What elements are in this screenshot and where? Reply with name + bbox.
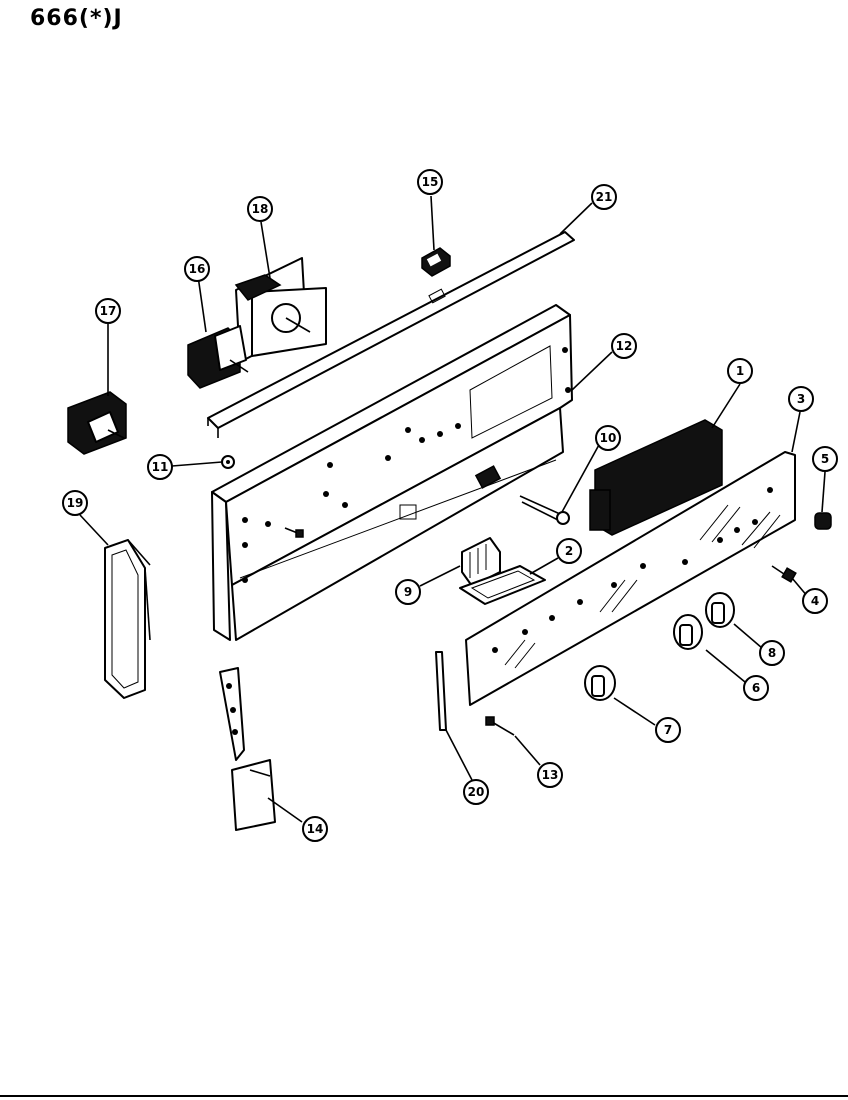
callout-18: 18 [247, 196, 273, 222]
callout-16-label: 16 [189, 262, 206, 276]
callout-7-label: 7 [664, 723, 672, 737]
callout-21-label: 21 [596, 190, 613, 204]
callout-11-label: 11 [152, 460, 169, 474]
part-6-knob [673, 614, 703, 650]
callout-15-label: 15 [422, 175, 439, 189]
callout-20: 20 [463, 779, 489, 805]
callout-11: 11 [147, 454, 173, 480]
part-16-switch [187, 325, 249, 389]
leader-lines [79, 195, 826, 823]
callout-3-label: 3 [797, 392, 805, 406]
part-9-switch [461, 537, 501, 587]
part-19-side-trim [104, 539, 151, 699]
callout-8: 8 [759, 640, 785, 666]
callout-18-label: 18 [252, 202, 269, 216]
part-12-control-panel-frame [211, 304, 573, 641]
callout-17: 17 [95, 298, 121, 324]
callout-14: 14 [302, 816, 328, 842]
callout-9: 9 [395, 579, 421, 605]
callout-4: 4 [802, 588, 828, 614]
callout-2-label: 2 [565, 544, 573, 558]
part-17-switch [67, 391, 127, 455]
part-11-nut [221, 455, 235, 469]
callout-6-label: 6 [752, 681, 760, 695]
callout-21: 21 [591, 184, 617, 210]
part-14-bracket [219, 667, 276, 831]
callout-19-label: 19 [67, 496, 84, 510]
callout-14-label: 14 [307, 822, 324, 836]
page-title: 666(*)J [30, 6, 123, 31]
callout-17-label: 17 [100, 304, 117, 318]
part-2-bezel [459, 565, 546, 605]
part-15-switch [421, 247, 451, 277]
part-10-lamp [519, 495, 570, 525]
callout-6: 6 [743, 675, 769, 701]
part-3-front-panel [465, 451, 796, 706]
callout-20-label: 20 [468, 785, 485, 799]
bottom-rule [0, 1095, 848, 1097]
frame-screws [284, 527, 304, 538]
part-7-knob [584, 665, 616, 701]
part-13-screw [485, 716, 515, 736]
callout-5-label: 5 [821, 452, 829, 466]
callout-7: 7 [655, 717, 681, 743]
callout-12: 12 [611, 333, 637, 359]
part-18-timer [234, 257, 327, 363]
callout-2: 2 [556, 538, 582, 564]
callout-9-label: 9 [404, 585, 412, 599]
callout-13: 13 [537, 762, 563, 788]
callout-19: 19 [62, 490, 88, 516]
callout-15: 15 [417, 169, 443, 195]
callout-1-label: 1 [736, 364, 744, 378]
callout-1: 1 [727, 358, 753, 384]
part-5-insert [814, 512, 832, 530]
callout-8-label: 8 [768, 646, 776, 660]
callout-16: 16 [184, 256, 210, 282]
part-20-strip [435, 651, 447, 731]
part-8-knob [705, 592, 735, 628]
callout-10-label: 10 [600, 431, 617, 445]
part-1-control-board [589, 419, 723, 536]
callout-12-label: 12 [616, 339, 633, 353]
callout-13-label: 13 [542, 768, 559, 782]
callout-4-label: 4 [811, 594, 819, 608]
part-21-top-trim [207, 231, 575, 438]
callout-5: 5 [812, 446, 838, 472]
callout-10: 10 [595, 425, 621, 451]
callout-3: 3 [788, 386, 814, 412]
